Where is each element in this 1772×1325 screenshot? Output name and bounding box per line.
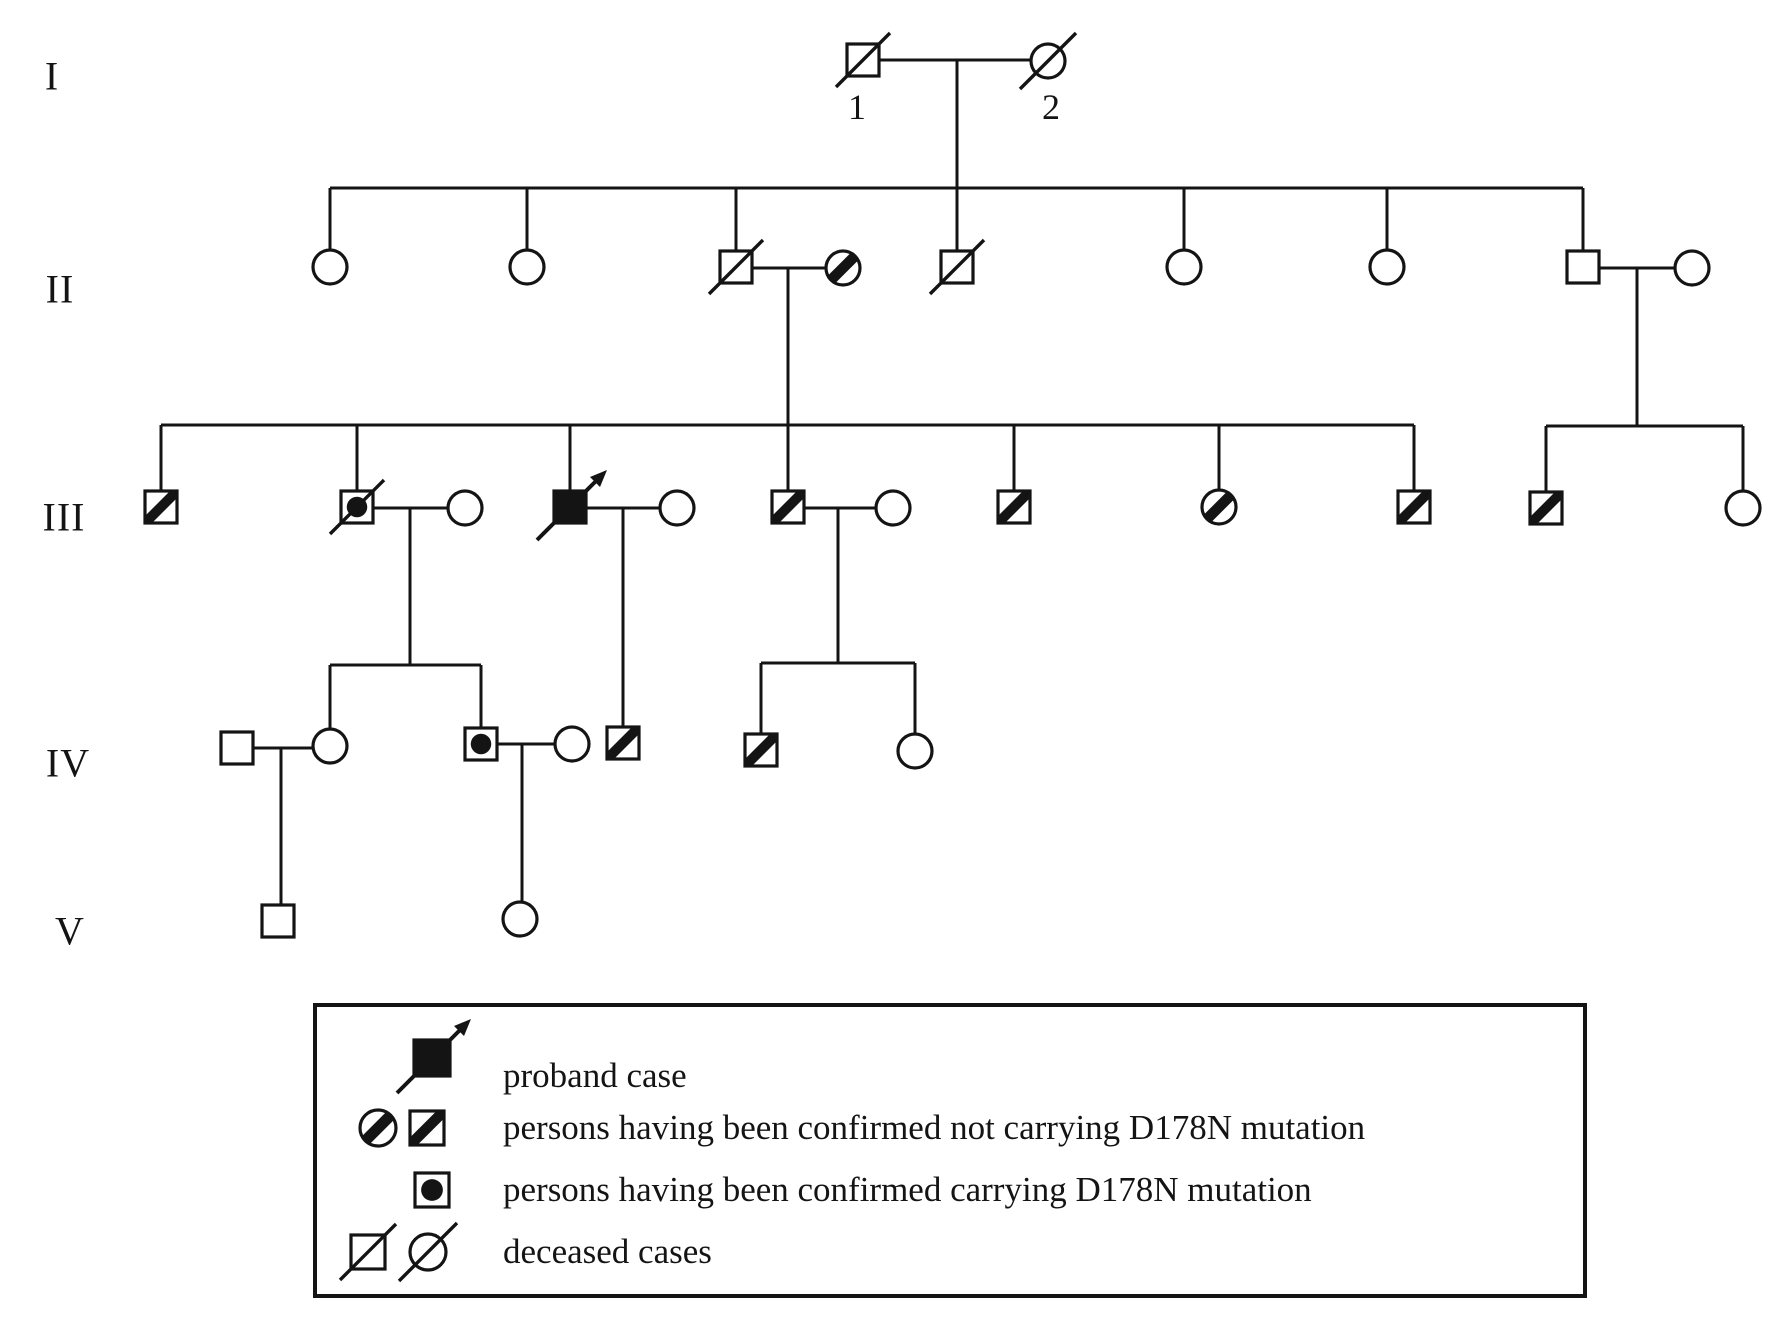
legend-box [313,1003,1587,1298]
person-III-2-wife [446,489,484,527]
person-III-7 [1396,489,1432,525]
person-IV-2 [463,726,499,762]
person-III-5 [996,489,1032,525]
person-II-6 [1368,248,1406,286]
person-III-4-wife [874,489,912,527]
generation-label-2: II [45,266,75,312]
person-I-1 [834,31,892,89]
person-III-9 [1724,489,1762,527]
person-IV-4 [743,732,779,768]
generation-label-3: III [42,494,86,540]
person-II-3-wife [824,249,862,287]
person-V-1 [260,903,296,939]
person-II-4 [928,238,986,296]
person-II-5 [1165,248,1203,286]
person-II-7-wife [1673,249,1711,287]
person-II-2 [508,248,546,286]
person-IV-1 [311,727,349,765]
person-IV-1-husband [219,730,255,766]
person-IV-2-wife [553,725,591,763]
person-I-2 [1018,31,1078,91]
legend-row-mutation-text: persons having been confirmed carrying D… [503,1170,1312,1209]
person-IV-5 [896,732,934,770]
legend-square-mutation [413,1171,451,1209]
legend-row-proband-text: proband case [503,1056,687,1095]
legend-square-deceased [338,1222,398,1282]
legend-circle-deceased [397,1221,459,1283]
person-IV-3 [605,725,641,761]
generation-label-1: I [44,53,60,99]
generation-label-5: V [55,908,85,954]
person-III-6 [1200,488,1238,526]
person-II-3 [707,238,765,296]
person-III-8 [1528,490,1564,526]
legend-proband-symbol [395,1019,471,1095]
legend-circle-no-mutation [358,1108,398,1148]
legend-row-deceased-text: deceased cases [503,1232,712,1271]
person-III-1 [143,489,179,525]
person-I-2-number: 2 [1042,87,1060,127]
legend-row-no-mutation-text: persons having been confirmed not carryi… [503,1108,1366,1147]
person-II-7 [1565,249,1601,285]
person-III-3-proband [535,470,607,542]
person-V-2 [501,900,539,938]
person-I-1-number: 1 [848,87,866,127]
person-III-2 [328,478,386,536]
person-III-3-wife [658,489,696,527]
legend-square-no-mutation [408,1109,446,1147]
person-II-1 [311,248,349,286]
generation-label-4: IV [45,740,91,786]
person-III-4 [770,489,806,525]
